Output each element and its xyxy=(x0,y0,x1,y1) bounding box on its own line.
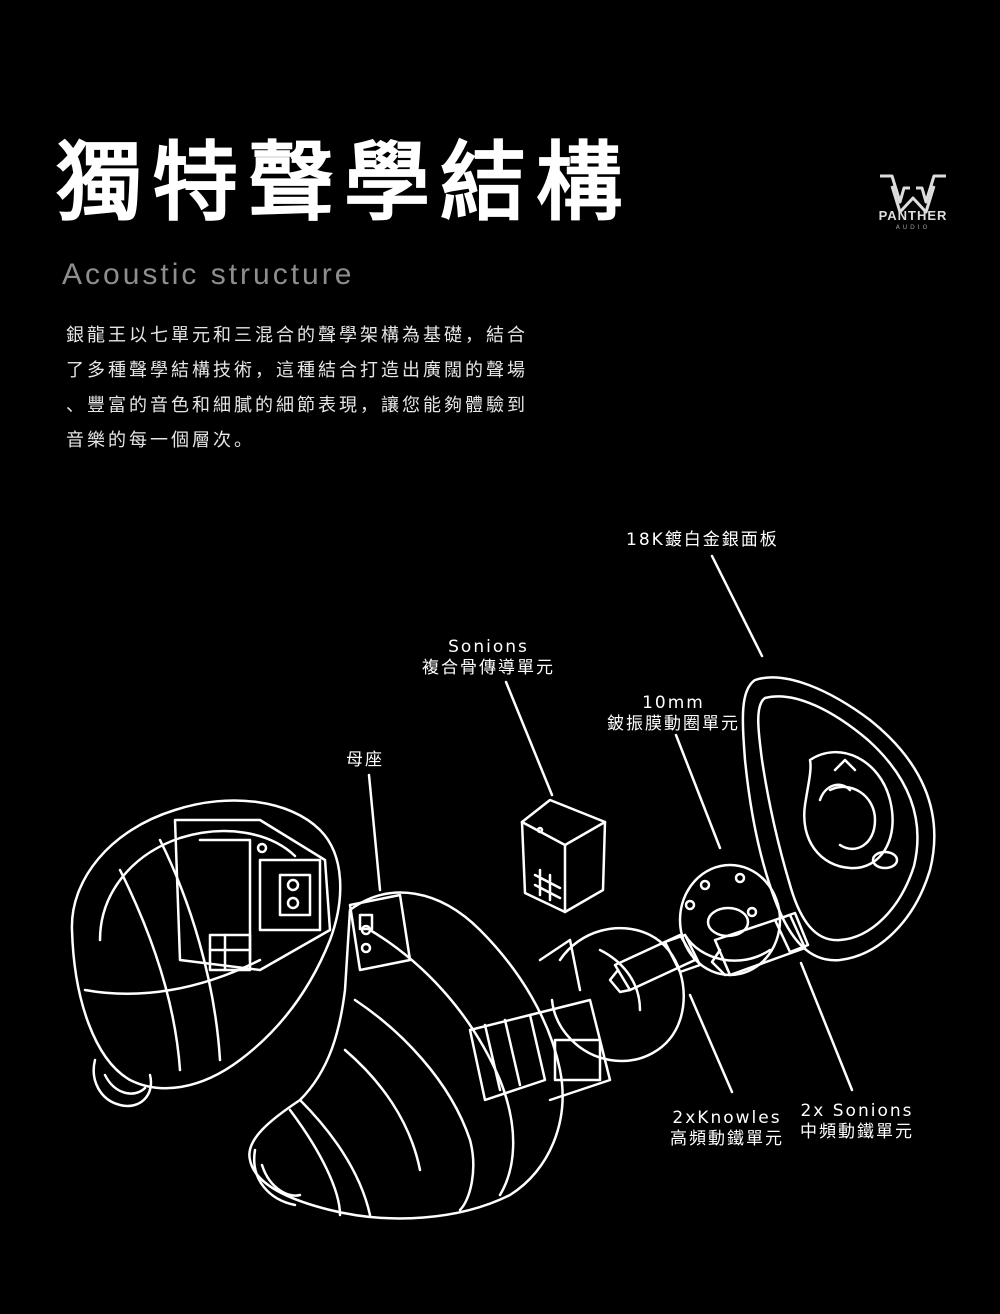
description-line: 、豐富的音色和細膩的細節表現，讓您能夠體驗到 xyxy=(66,395,528,416)
description-line: 了多種聲學結構技術，這種結合打造出廣闊的聲場 xyxy=(66,360,528,381)
label-sonions-mid: 2x Sonions 中頻動鐵單元 xyxy=(800,1101,914,1143)
description: 銀龍王以七單元和三混合的聲學架構為基礎，結合 了多種聲學結構技術，這種結合打造出… xyxy=(66,318,566,458)
label-line: 10mm xyxy=(642,693,705,713)
knowles-drivers xyxy=(608,933,702,994)
logo-brand: PANTHER xyxy=(878,208,948,223)
logo-sub: AUDIO xyxy=(895,224,931,231)
label-dynamic-driver: 10mm 鈹振膜動圈單元 xyxy=(607,693,740,735)
left-shell xyxy=(70,799,342,1108)
bone-conduction-unit xyxy=(520,798,607,914)
description-line: 銀龍王以七單元和三混合的聲學架構為基礎，結合 xyxy=(66,325,528,346)
panther-logo-icon xyxy=(880,174,946,214)
label-line: 2x Sonions xyxy=(800,1101,914,1121)
label-line: 鈹振膜動圈單元 xyxy=(607,714,740,734)
sonions-drivers xyxy=(710,911,810,977)
label-socket: 母座 xyxy=(346,750,384,770)
page-title: 獨特聲學結構 xyxy=(56,133,632,233)
label-line: 2xKnowles xyxy=(672,1108,782,1128)
description-line: 音樂的每一個層次。 xyxy=(66,430,255,451)
center-shell xyxy=(248,891,612,1220)
label-line: 高頻動鐵單元 xyxy=(670,1129,784,1149)
page-subtitle: Acoustic structure xyxy=(62,258,355,291)
label-line: Sonions xyxy=(448,637,529,657)
label-faceplate: 18K鍍白金銀面板 xyxy=(626,530,779,550)
label-knowles: 2xKnowles 高頻動鐵單元 xyxy=(670,1108,784,1150)
label-sonions-bone: Sonions 複合骨傳導單元 xyxy=(422,637,555,679)
label-line: 複合骨傳導單元 xyxy=(422,658,555,678)
callout-lines xyxy=(367,554,854,1094)
faceplate xyxy=(741,676,936,962)
label-line: 中頻動鐵單元 xyxy=(800,1122,914,1142)
driver-housing xyxy=(538,926,685,1063)
